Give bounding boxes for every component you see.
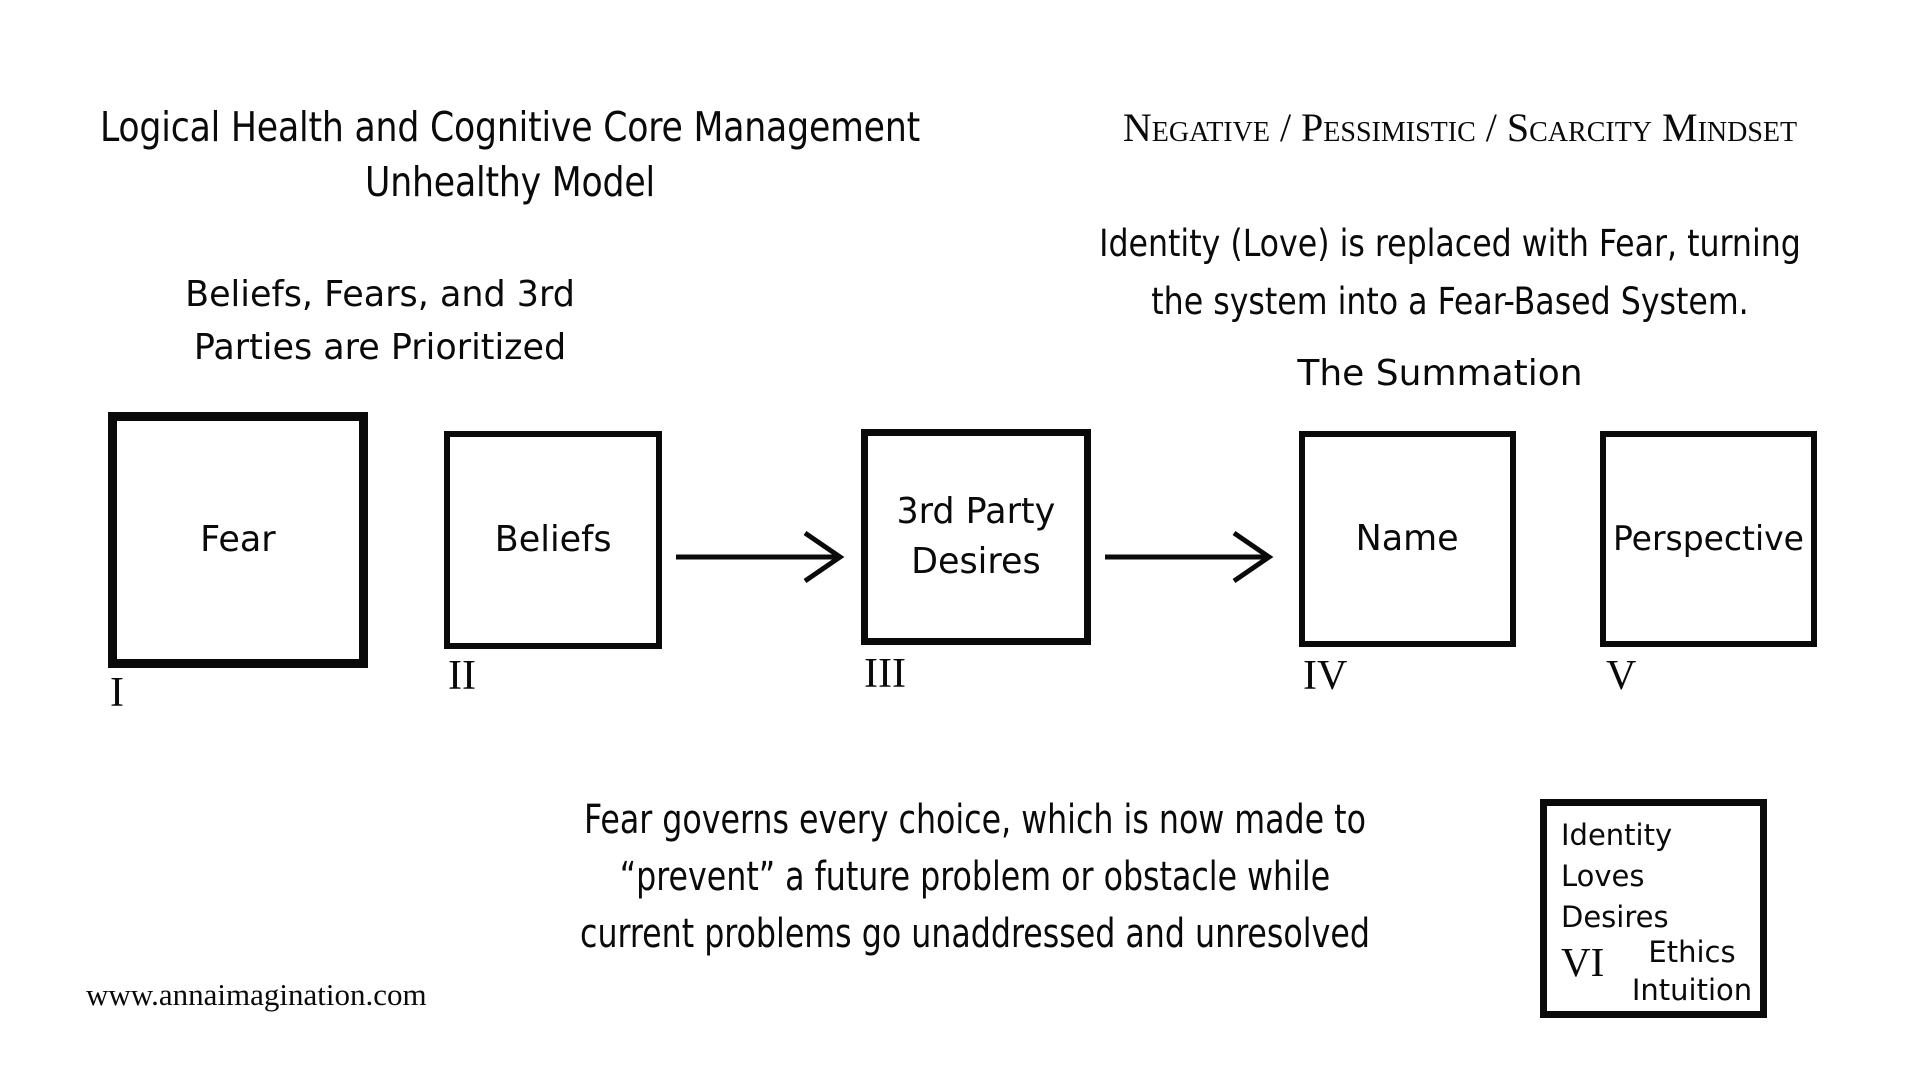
- arrow-third-party-to-name: [1105, 530, 1274, 584]
- numeral-iii: III: [864, 651, 906, 697]
- numeral-ii: II: [448, 653, 476, 699]
- box-fear[interactable]: Fear: [108, 412, 368, 668]
- bottom-paragraph-line-1: Fear governs every choice, which is now …: [584, 797, 1366, 843]
- box-third-party-desires-line-1: 3rd Party: [896, 491, 1056, 532]
- site-url[interactable]: www.annaimagination.com: [86, 977, 427, 1012]
- left-subtitle-line-2: Parties are Prioritized: [193, 327, 567, 368]
- box-fear-label: Fear: [200, 519, 276, 560]
- summary-list-item-desires: Desires: [1561, 900, 1669, 934]
- box-name[interactable]: Name: [1299, 431, 1516, 647]
- box-name-label: Name: [1355, 518, 1460, 559]
- box-summary-vi[interactable]: Identity Loves Desires VI Ethics Intuiti…: [1540, 799, 1767, 1018]
- box-third-party-desires-line-2: Desires: [911, 541, 1041, 582]
- bottom-paragraph-line-2: “prevent” a future problem or obstacle w…: [619, 854, 1331, 900]
- left-title-line-2: Unhealthy Model: [365, 158, 655, 206]
- right-intro-line-1: Identity (Love) is replaced with Fear, t…: [1099, 222, 1801, 265]
- summary-right-list: Ethics Intuition: [1627, 933, 1757, 1009]
- left-subtitle: Beliefs, Fears, and 3rd Parties are Prio…: [118, 268, 642, 374]
- bottom-paragraph: Fear governs every choice, which is now …: [531, 792, 1420, 963]
- bottom-paragraph-line-3: current problems go unaddressed and unre…: [580, 911, 1370, 957]
- summary-list-item-intuition: Intuition: [1631, 973, 1753, 1007]
- summary-list-item-ethics: Ethics: [1648, 935, 1736, 969]
- left-title: Logical Health and Cognitive Core Manage…: [31, 100, 990, 210]
- box-beliefs[interactable]: Beliefs: [444, 431, 662, 649]
- summary-list: Identity Loves Desires: [1561, 815, 1672, 938]
- numeral-vi: VI: [1561, 939, 1605, 985]
- numeral-i: I: [110, 670, 124, 716]
- box-beliefs-label: Beliefs: [494, 519, 612, 560]
- right-intro-text: Identity (Love) is replaced with Fear, t…: [1051, 215, 1849, 331]
- left-title-line-1: Logical Health and Cognitive Core Manage…: [99, 103, 921, 151]
- right-intro-line-2: the system into a Fear-Based System.: [1151, 280, 1749, 323]
- box-perspective-label: Perspective: [1612, 519, 1804, 559]
- box-third-party-desires[interactable]: 3rd Party Desires: [861, 429, 1091, 645]
- arrow-beliefs-to-third-party: [676, 530, 845, 584]
- left-subtitle-line-1: Beliefs, Fears, and 3rd: [185, 274, 575, 315]
- summary-list-item-identity: Identity: [1561, 818, 1673, 852]
- numeral-v: V: [1606, 653, 1637, 699]
- summation-label: The Summation: [1297, 353, 1583, 394]
- box-third-party-desires-label: 3rd Party Desires: [897, 487, 1056, 587]
- numeral-iv: IV: [1303, 653, 1348, 699]
- box-perspective[interactable]: Perspective: [1600, 431, 1817, 647]
- right-title: Negative / Pessimistic / Scarcity Mindse…: [1122, 105, 1798, 150]
- summary-list-item-loves: Loves: [1561, 859, 1645, 893]
